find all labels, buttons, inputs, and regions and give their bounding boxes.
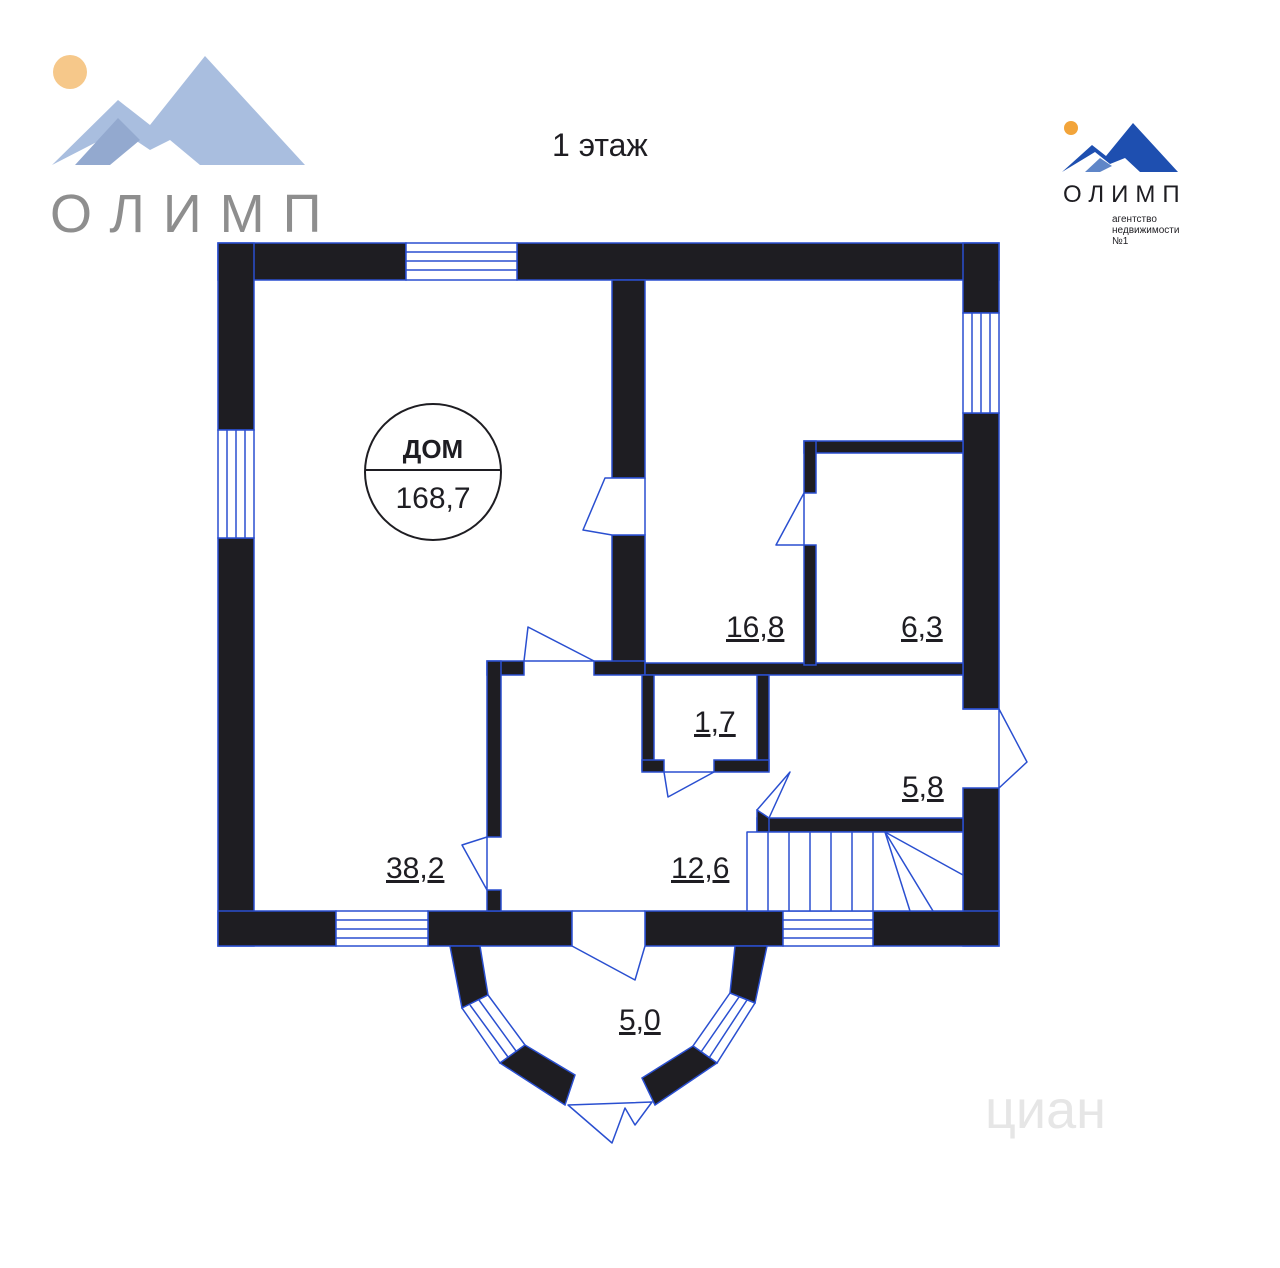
wall-utility-bottom [756, 817, 964, 833]
stairs [746, 831, 964, 912]
window-bottom-left [335, 910, 429, 947]
wall-bottom-1 [217, 910, 337, 947]
wall-wc-bottom-right [713, 759, 770, 773]
wall-bottom-4 [872, 910, 1000, 947]
wall-right-mid [962, 412, 1000, 710]
badge-title: ДОМ [403, 434, 463, 464]
logo-large-mountain-icon [52, 56, 305, 165]
wall-hall-top-right [593, 660, 646, 676]
wall-small-top [803, 440, 964, 454]
logo-small-subtitle-2: недвижимости [1112, 225, 1179, 236]
porch-wall-right-bottom [641, 1045, 719, 1107]
window-top [405, 242, 518, 281]
wall-wc-left [641, 674, 655, 771]
interior-walls [486, 279, 964, 912]
logo-large-sun-icon [53, 55, 87, 89]
logo-small-subtitle-1: агентство [1112, 214, 1157, 225]
logo-small-sun-icon [1064, 121, 1078, 135]
room-area-porch: 5,0 [619, 1004, 661, 1037]
wall-left-lower [217, 537, 255, 947]
wall-living-ne-upper [611, 279, 646, 479]
room-area-utility: 5,8 [902, 771, 944, 804]
doors [461, 477, 1028, 1144]
watermark: циан [985, 1080, 1106, 1140]
door-main [571, 910, 646, 981]
wall-hall-left-upper [486, 660, 502, 838]
wall-wc-right [756, 674, 770, 771]
door-outer-right [962, 708, 1028, 789]
outer-walls [217, 242, 1000, 947]
area-badge: ДОМ 168,7 [364, 403, 502, 541]
logo-large-text: ОЛИМП [50, 184, 339, 244]
room-area-living: 38,2 [386, 852, 444, 885]
window-right [962, 312, 1000, 414]
logo-small-mountain-icon [1062, 123, 1178, 172]
wall-wc-bottom-left [641, 759, 665, 773]
porch [449, 945, 768, 1107]
page-title: 1 этаж [552, 127, 648, 163]
logo-large: ОЛИМП [50, 55, 339, 244]
door-hall-top [523, 626, 595, 662]
wall-bottom-2 [427, 910, 573, 947]
door-porch [567, 1101, 653, 1144]
door-utility [756, 771, 791, 819]
wall-bottom-3 [644, 910, 784, 947]
wall-right-upper [962, 242, 1000, 314]
door-living-ne [582, 477, 646, 536]
room-area-hall: 12,6 [671, 852, 729, 885]
door-hall-left [461, 836, 488, 891]
wall-top-right [516, 242, 1000, 281]
wall-left-upper [217, 242, 255, 431]
wall-hall-left-lower [486, 889, 502, 912]
room-area-ne: 16,8 [726, 611, 784, 644]
window-bottom-right [782, 910, 874, 947]
room-area-wc: 1,7 [694, 706, 736, 739]
window-left [217, 429, 255, 539]
door-small-room [775, 492, 805, 546]
logo-small-text: ОЛИМП [1063, 181, 1187, 208]
logo-small-subtitle-3: №1 [1112, 236, 1129, 247]
room-area-small-e: 6,3 [901, 611, 943, 644]
wall-living-ne-lower [611, 534, 646, 666]
logo-small: ОЛИМП агентство недвижимости №1 [1062, 121, 1187, 247]
wall-small-left-lower [803, 544, 817, 666]
door-wc [663, 771, 715, 798]
badge-area: 168,7 [395, 482, 470, 515]
wall-small-left-upper [803, 440, 817, 494]
porch-wall-left-bottom [498, 1044, 576, 1107]
